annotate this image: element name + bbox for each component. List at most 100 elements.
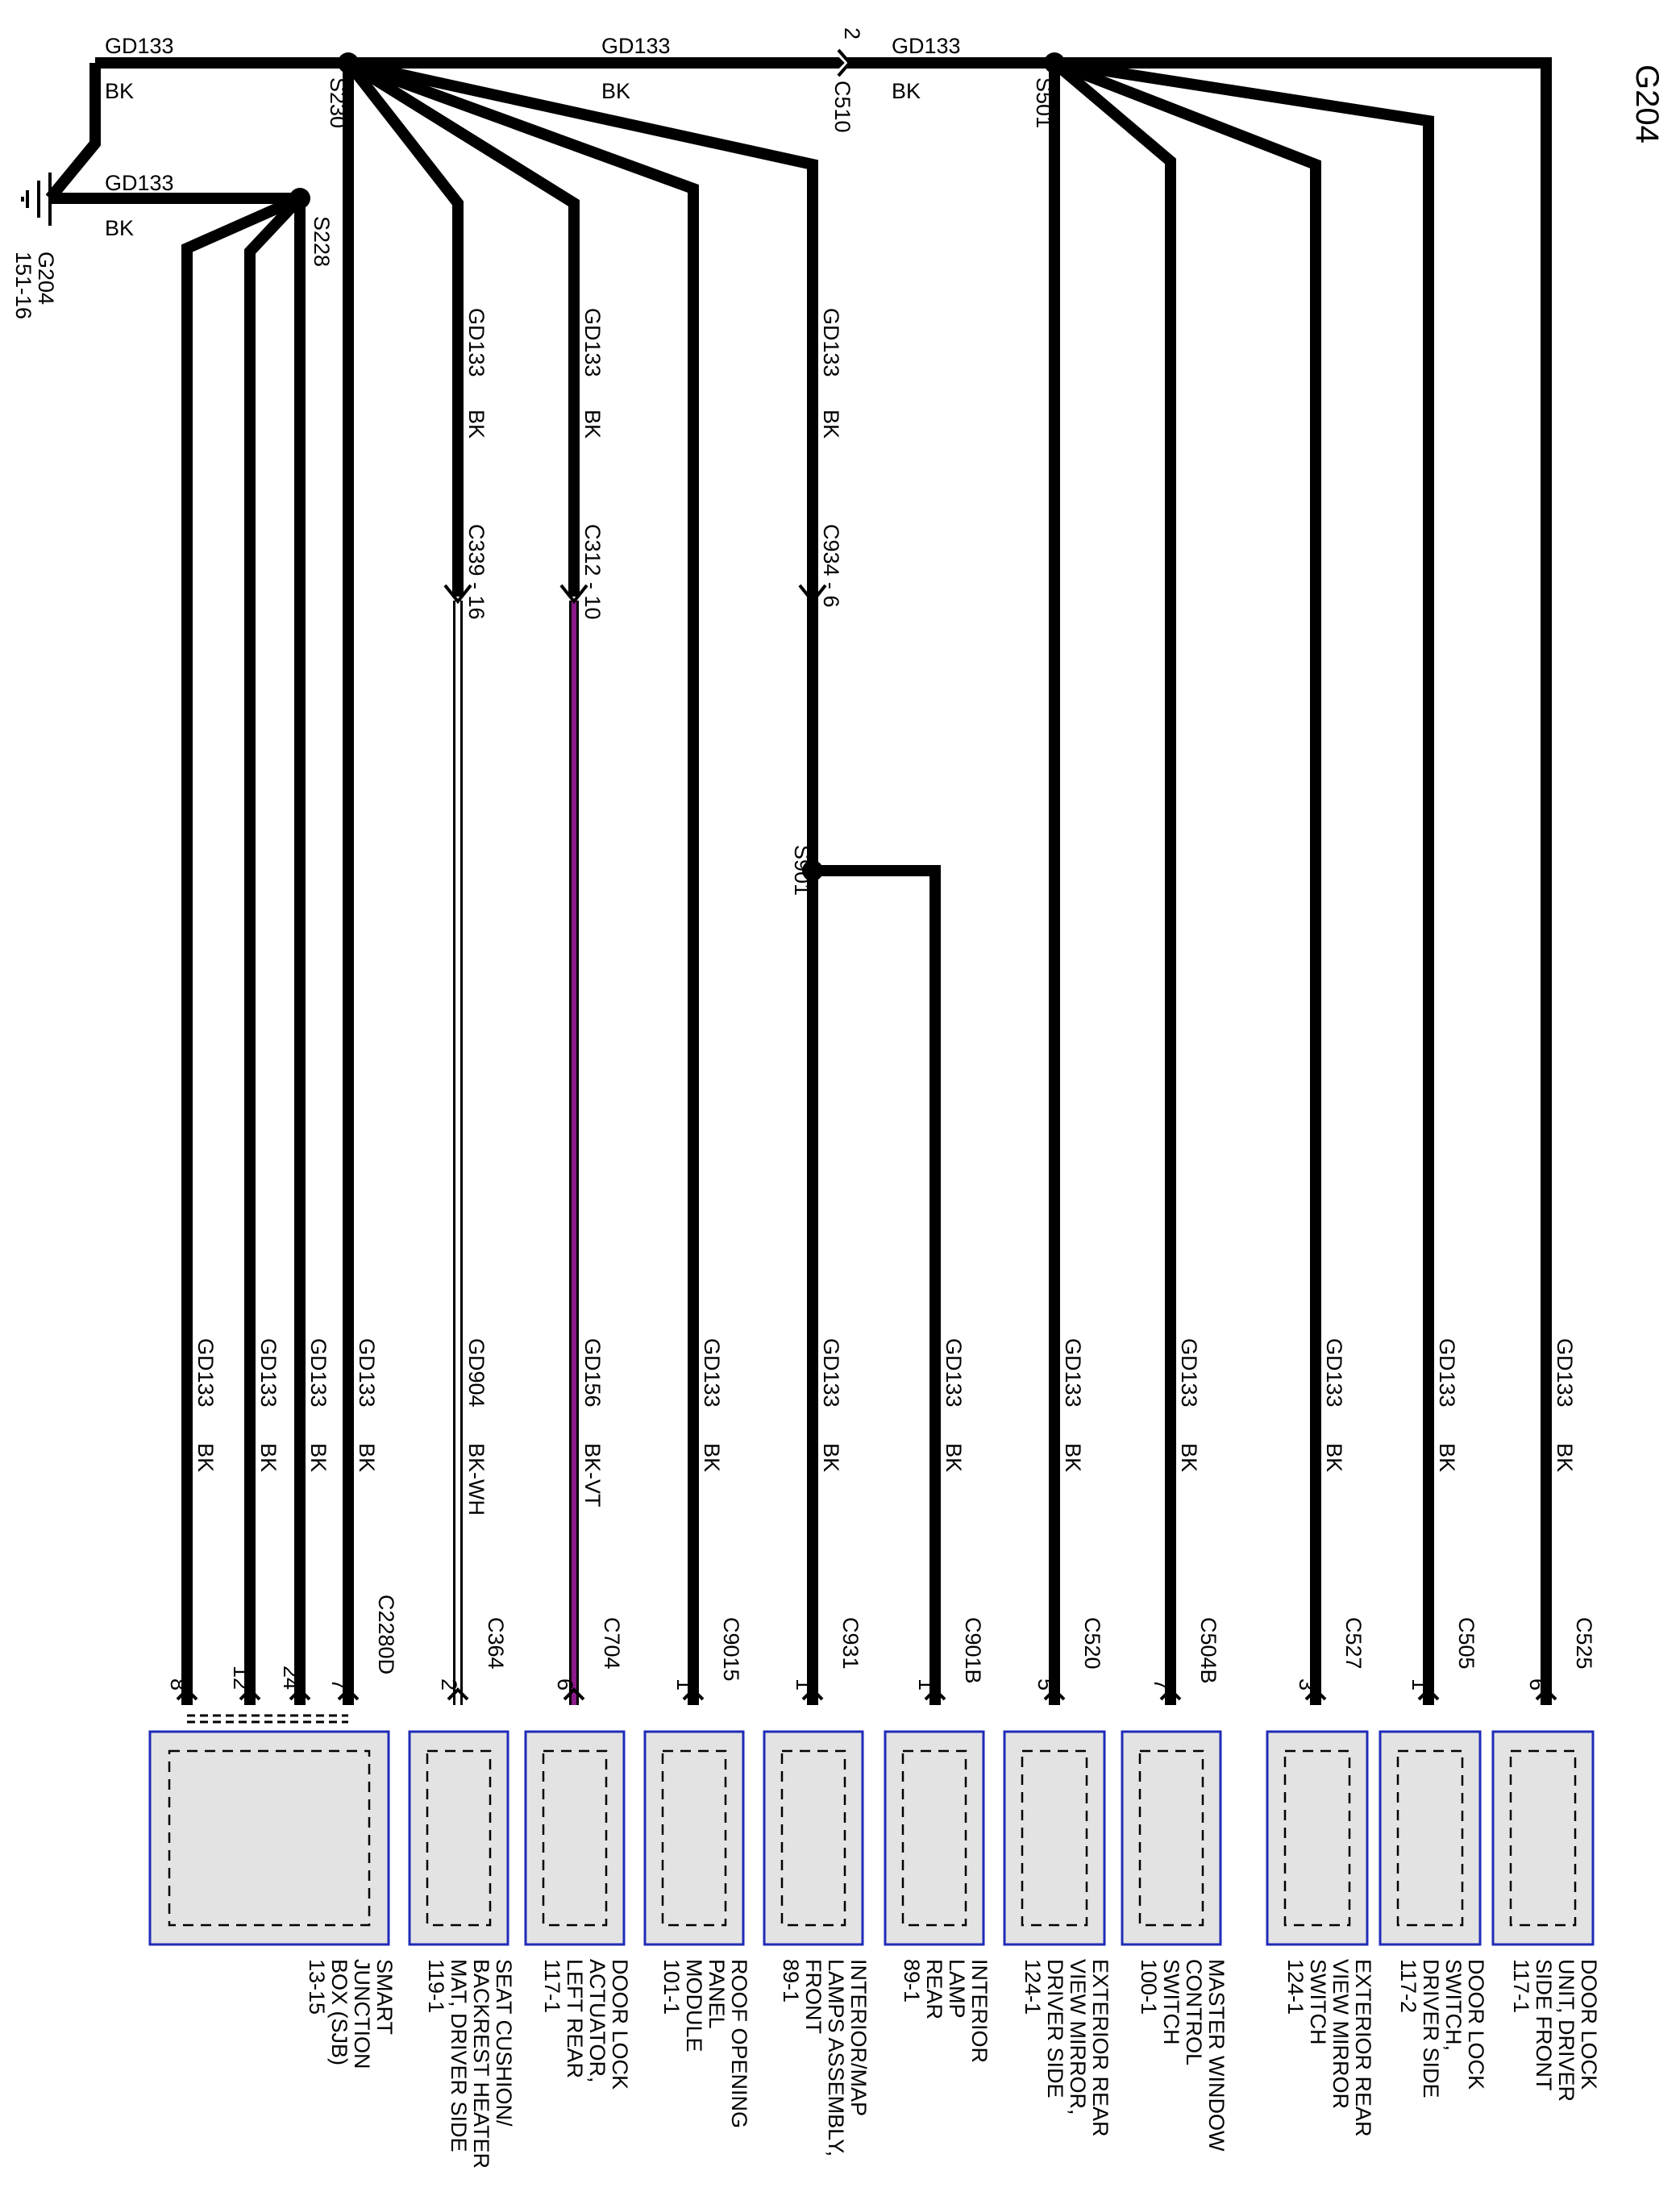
sjb-wire-color: BK	[256, 1443, 281, 1472]
sjb-wire-color: BK	[355, 1443, 379, 1472]
component-name-line: 89-1	[900, 1959, 924, 2003]
wire-color-label: BK	[1177, 1443, 1201, 1472]
pin-label: 6	[1525, 1678, 1549, 1691]
component-name-line: UNIT, DRIVER	[1554, 1959, 1578, 2102]
sjb-pin: 24	[279, 1666, 303, 1690]
splice-s501-icon	[1044, 52, 1065, 73]
c510-label: C510	[830, 81, 855, 133]
splice-s501-label: S501	[1032, 77, 1056, 128]
splice-s230-icon	[338, 52, 359, 73]
pin-chevron-icon	[447, 1687, 469, 1701]
component-name-line: PANEL	[705, 1959, 729, 2029]
component-box-inner	[1138, 1749, 1204, 1927]
pin-chevron-icon	[1417, 1687, 1440, 1701]
inline-connector-icons	[443, 584, 827, 605]
wire-circuit-label: GD133	[942, 1338, 966, 1408]
component-box[interactable]	[408, 1730, 509, 1946]
header-circuit: GD133	[601, 34, 671, 58]
component-name-line: CONTROL	[1182, 1959, 1206, 2065]
sjb-wire-circuit: GD133	[355, 1338, 379, 1408]
ground-symbol-icon	[21, 63, 300, 226]
component-box-inner	[542, 1749, 608, 1927]
connector-label: C901B	[961, 1617, 985, 1684]
connector-label: C505	[1454, 1617, 1478, 1670]
component-box[interactable]	[643, 1730, 745, 1946]
pin-chevron-icon	[1159, 1687, 1182, 1701]
splice-s230-label: S230	[326, 77, 350, 128]
component-name-line: 117-1	[1509, 1959, 1533, 2013]
component-box[interactable]	[1379, 1730, 1482, 1946]
component-name-line: 100-1	[1137, 1959, 1161, 2015]
wire-color-label: BK	[1322, 1443, 1346, 1472]
component-box-inner	[780, 1749, 846, 1927]
inline-color: BK	[580, 410, 605, 439]
connector-label: C527	[1341, 1617, 1366, 1670]
component-name-line: 124-1	[1283, 1959, 1308, 2015]
inline-circuit: GD133	[580, 308, 605, 377]
sjb-wire-circuit: GD133	[306, 1338, 331, 1408]
pin-label: 3	[1295, 1678, 1319, 1691]
ground-page-ref: 151-16	[11, 252, 35, 319]
component-name-line: ROOF OPENING	[727, 1959, 751, 2128]
wire-circuit-label: GD133	[700, 1338, 724, 1408]
component-box-inner	[901, 1749, 967, 1927]
component-name-line: DRIVER SIDE	[1419, 1959, 1443, 2098]
component-name-line: INTERIOR/MAP	[846, 1959, 871, 2116]
sjb-box[interactable]	[148, 1730, 390, 1946]
connector-label: C525	[1572, 1617, 1596, 1670]
component-box-inner	[1021, 1749, 1088, 1927]
header-color: BK	[105, 216, 134, 240]
pin-label: 1	[672, 1678, 697, 1691]
component-box[interactable]	[1491, 1730, 1595, 1946]
pin-chevron-icon	[1304, 1687, 1327, 1701]
component-name-line: DRIVER SIDE	[1043, 1959, 1067, 2098]
inline-circuit: GD133	[464, 308, 489, 377]
pin-label: 1	[1408, 1678, 1432, 1691]
sjb-connector-label: C2280D	[374, 1595, 398, 1674]
wire-color-label: BK-VT	[580, 1443, 605, 1508]
component-name-line: LAMP	[945, 1959, 969, 2019]
splice-s901-icon	[802, 860, 823, 881]
component-name-line: ACTUATOR,	[585, 1959, 609, 2083]
component-box[interactable]	[884, 1730, 985, 1946]
wire-circuit-label: GD133	[1553, 1338, 1577, 1408]
inline-connector: C934 - 6	[819, 524, 843, 608]
s501-branch	[1049, 57, 1434, 1705]
s228-branch	[181, 193, 306, 1705]
pin-label: 1	[792, 1678, 816, 1691]
component-box-inner	[661, 1749, 727, 1927]
sjb-wire-circuit: GD133	[256, 1338, 281, 1408]
header-color: BK	[105, 79, 134, 103]
pin-chevron-icon	[1535, 1687, 1557, 1701]
top-bus	[95, 57, 1552, 1705]
component-name-line: VIEW MIRROR	[1329, 1959, 1353, 2109]
component-box[interactable]	[1121, 1730, 1222, 1946]
sjb-line: JUNCTION	[350, 1959, 374, 2069]
header-color: BK	[601, 79, 630, 103]
s901-branch	[813, 865, 941, 1705]
component-name-line: SWITCH	[1159, 1959, 1183, 2044]
sjb-box-text: SMART JUNCTION BOX (SJB) 13-15	[305, 1959, 397, 2069]
component-name-line: DOOR LOCK	[1577, 1959, 1601, 2090]
component-name-line: SWITCH,	[1441, 1959, 1466, 2051]
component-name-line: SIDE FRONT	[1532, 1959, 1556, 2091]
sjb-line: SMART	[372, 1959, 397, 2035]
splice-s228-label: S228	[310, 216, 334, 267]
component-box[interactable]	[524, 1730, 626, 1946]
diagram-title: G204	[1629, 64, 1665, 143]
component-name-line: 117-1	[540, 1959, 564, 2013]
wire-color-label: BK-WH	[464, 1443, 489, 1516]
component-box[interactable]	[1003, 1730, 1106, 1946]
sjb-line: BOX (SJB)	[327, 1959, 351, 2065]
sjb-wire-color: BK	[193, 1443, 218, 1472]
pin-label: 5	[1033, 1678, 1058, 1691]
component-box[interactable]	[1266, 1730, 1369, 1946]
component-box[interactable]	[763, 1730, 864, 1946]
connector-label: C364	[484, 1617, 508, 1670]
